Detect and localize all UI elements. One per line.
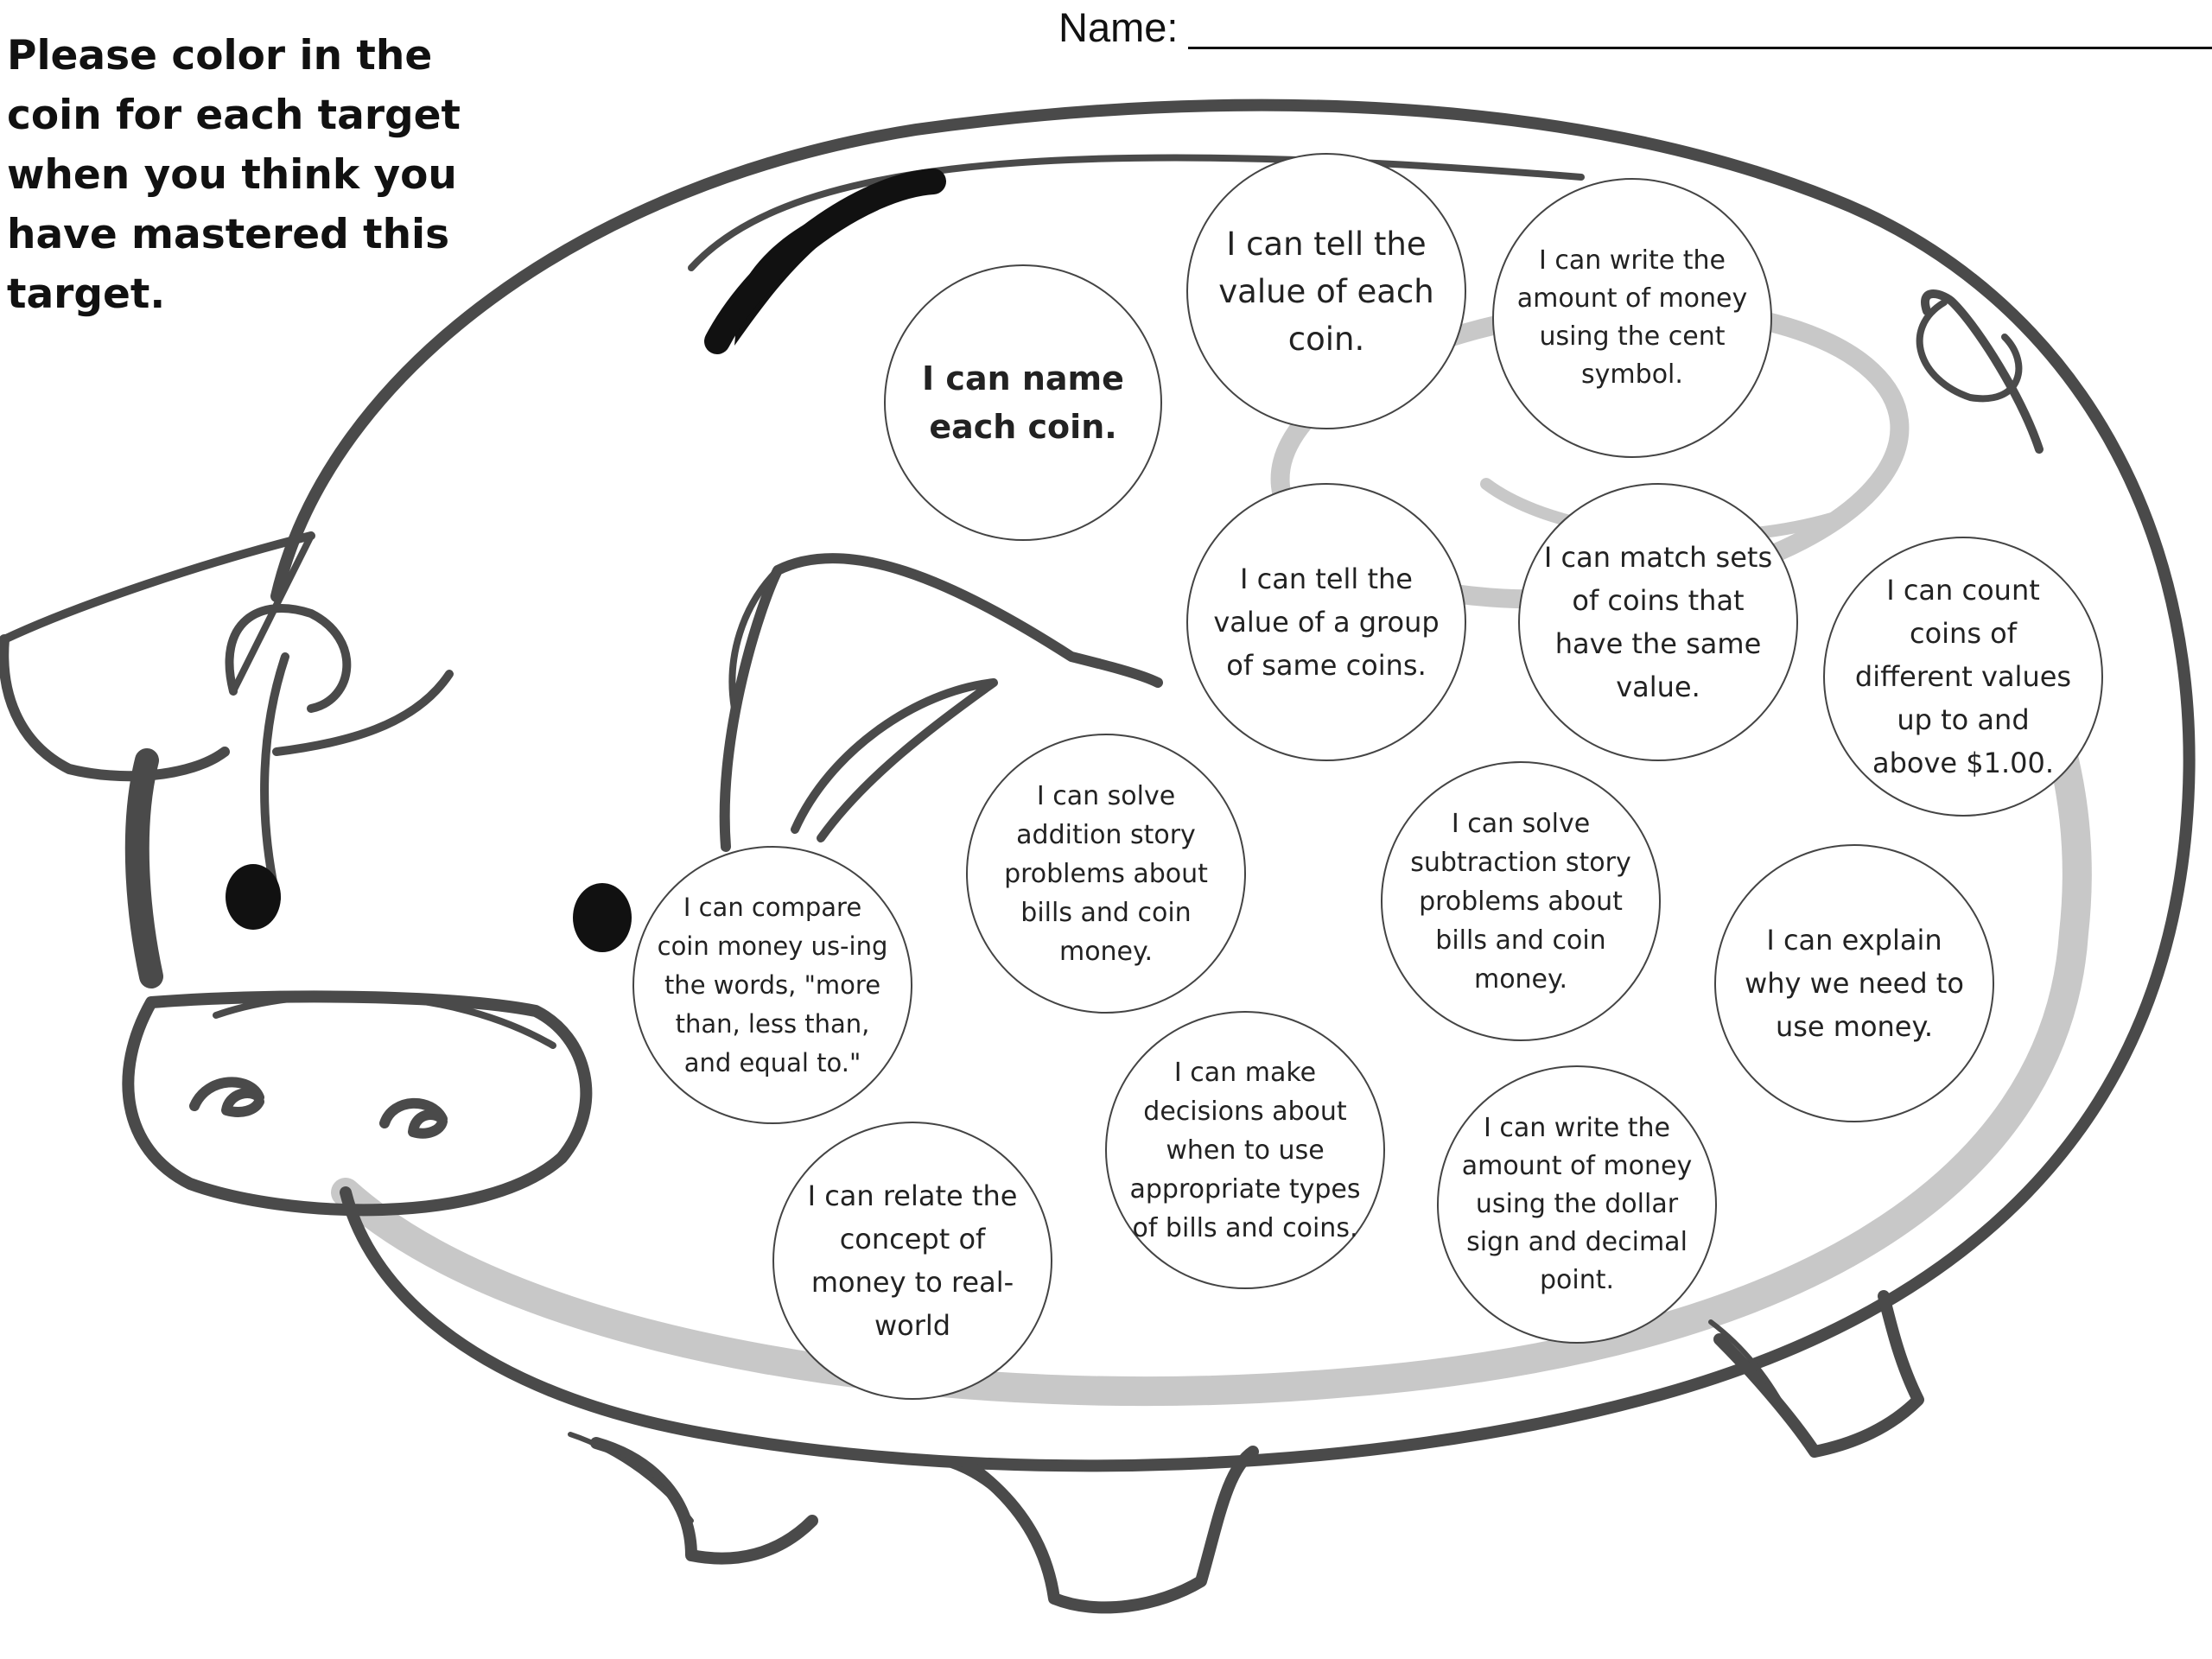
tail	[1916, 289, 2044, 454]
target-text: I can relate the concept of money to rea…	[807, 1179, 1018, 1342]
body-outline	[260, 99, 2196, 1472]
head-curls	[0, 531, 454, 782]
target-coin-group-same-coins[interactable]: I can tell the value of a group of same …	[1186, 483, 1466, 761]
legs	[568, 1290, 1924, 1614]
target-coin-value-each-coin[interactable]: I can tell the value of each coin.	[1186, 153, 1466, 429]
eyes	[226, 864, 632, 952]
instructions-text: Please color in the coin for each target…	[7, 32, 461, 318]
target-coin-dollar-sign[interactable]: I can write the amount of money using th…	[1437, 1065, 1717, 1344]
target-coin-real-world[interactable]: I can relate the concept of money to rea…	[772, 1122, 1052, 1400]
target-text: I can tell the value of a group of same …	[1213, 563, 1440, 682]
snout	[122, 748, 593, 1217]
target-coin-compare-money[interactable]: I can compare coin money us-ing the word…	[632, 846, 912, 1124]
target-text: I can write the amount of money using th…	[1461, 1113, 1693, 1295]
target-text: I can solve subtraction story problems a…	[1410, 808, 1631, 995]
target-coin-cent-symbol[interactable]: I can write the amount of money using th…	[1492, 178, 1772, 458]
name-field[interactable]: Name:	[1058, 0, 2212, 55]
target-coin-subtraction-problems[interactable]: I can solve subtraction story problems a…	[1381, 761, 1661, 1041]
target-text: I can name each coin.	[922, 359, 1124, 446]
target-text: I can solve addition story problems abou…	[1004, 780, 1208, 967]
target-text: I can count coins of different values up…	[1854, 574, 2072, 779]
target-coin-count-coins[interactable]: I can count coins of different values up…	[1823, 537, 2103, 817]
target-text: I can make decisions about when to use a…	[1129, 1057, 1361, 1243]
ear	[719, 553, 1163, 852]
target-coin-explain-money[interactable]: I can explain why we need to use money.	[1714, 844, 1994, 1122]
target-text: I can write the amount of money using th…	[1516, 245, 1748, 390]
name-label: Name:	[1058, 4, 1179, 50]
target-coin-bills-and-coins[interactable]: I can make decisions about when to use a…	[1105, 1011, 1385, 1289]
target-coin-match-sets[interactable]: I can match sets of coins that have the …	[1518, 483, 1798, 761]
target-text: I can match sets of coins that have the …	[1543, 541, 1773, 703]
name-underline[interactable]	[1188, 47, 2212, 49]
target-text: I can tell the value of each coin.	[1218, 225, 1434, 358]
target-coin-name-each-coin[interactable]: I can name each coin.	[884, 264, 1162, 541]
target-text: I can explain why we need to use money.	[1745, 924, 1964, 1043]
target-coin-addition-problems[interactable]: I can solve addition story problems abou…	[966, 734, 1246, 1014]
target-text: I can compare coin money us-ing the word…	[657, 892, 888, 1077]
